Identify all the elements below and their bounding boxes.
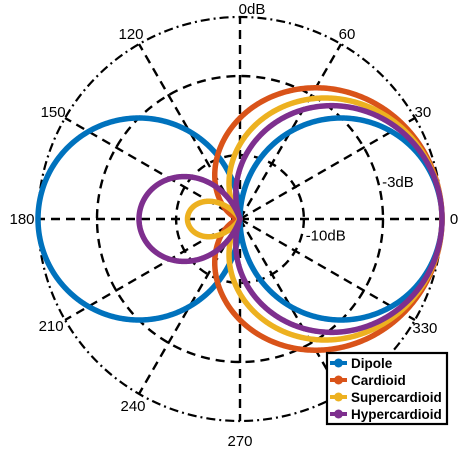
legend-swatch-marker-hypercardioid [334,409,343,419]
legend-swatch-marker-supercardioid [334,392,343,402]
legend-swatch-marker-dipole [334,358,343,368]
angle-label-0: 0 [450,211,458,228]
radial-label-3: -10dB [306,228,346,245]
legend-label-cardioid: Cardioid [351,373,406,388]
series-hypercardioid-line [136,102,445,336]
grid-spoke-300 [238,218,343,395]
grid-spoke-30 [239,116,416,221]
series-supercardioid-line [184,95,445,343]
series-dipole-line [35,115,445,323]
radial-label-2: -3dB [382,174,414,191]
series-layer [35,85,445,353]
grid-spoke-330 [239,217,416,322]
radial-label-1: 0dB [239,1,266,18]
angle-label-270: 270 [227,433,252,450]
angle-label-150: 150 [41,104,66,121]
legend-label-hypercardioid: Hypercardioid [351,407,442,422]
angle-label-330: 330 [412,320,437,337]
angle-label-60: 60 [339,26,356,43]
legend-label-supercardioid: Supercardioid [351,390,442,405]
grid-spoke-60 [238,43,343,220]
angle-label-30: 30 [415,104,432,121]
tick-labels: 0 30 60 120 150 180 210 240 270 330 0dB -3dB -10dB [9,1,458,450]
legend-swatch-marker-cardioid [334,375,343,385]
angle-label-180: 180 [9,211,34,228]
angle-label-240: 240 [120,398,145,415]
angle-label-210: 210 [39,318,64,335]
angle-label-120: 120 [118,26,143,43]
legend-label-dipole: Dipole [351,356,393,371]
